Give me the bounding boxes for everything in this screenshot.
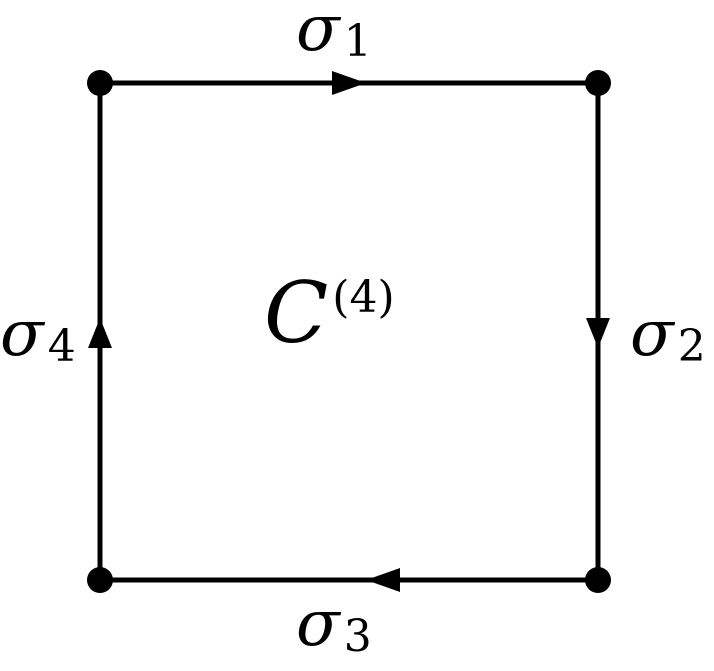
arrow-left-icon xyxy=(366,568,400,592)
arrow-right-icon xyxy=(332,71,366,95)
arrow-down-icon xyxy=(586,318,610,348)
arrow-up-icon xyxy=(88,318,112,348)
vertex-bottom-left xyxy=(87,567,113,593)
label-sigma-2-symbol: σ xyxy=(630,297,676,371)
vertex-top-left xyxy=(87,70,113,96)
center-label: C(4) xyxy=(264,264,395,362)
label-sigma-4-subscript: 4 xyxy=(48,321,76,372)
label-sigma-4-symbol: σ xyxy=(0,297,46,371)
center-label-superscript: (4) xyxy=(332,272,394,323)
label-sigma-1-symbol: σ xyxy=(296,0,342,66)
vertex-bottom-right xyxy=(585,567,611,593)
label-sigma-3-subscript: 3 xyxy=(344,611,372,662)
label-sigma-3: σ3 xyxy=(296,587,372,662)
label-sigma-2-subscript: 2 xyxy=(678,321,706,372)
label-sigma-2: σ2 xyxy=(630,297,706,372)
label-sigma-1: σ1 xyxy=(296,0,372,67)
center-label-symbol: C xyxy=(264,264,328,362)
label-sigma-3-symbol: σ xyxy=(296,587,342,661)
label-sigma-4: σ4 xyxy=(0,297,76,372)
label-sigma-1-subscript: 1 xyxy=(344,16,372,67)
vertex-top-right xyxy=(585,70,611,96)
